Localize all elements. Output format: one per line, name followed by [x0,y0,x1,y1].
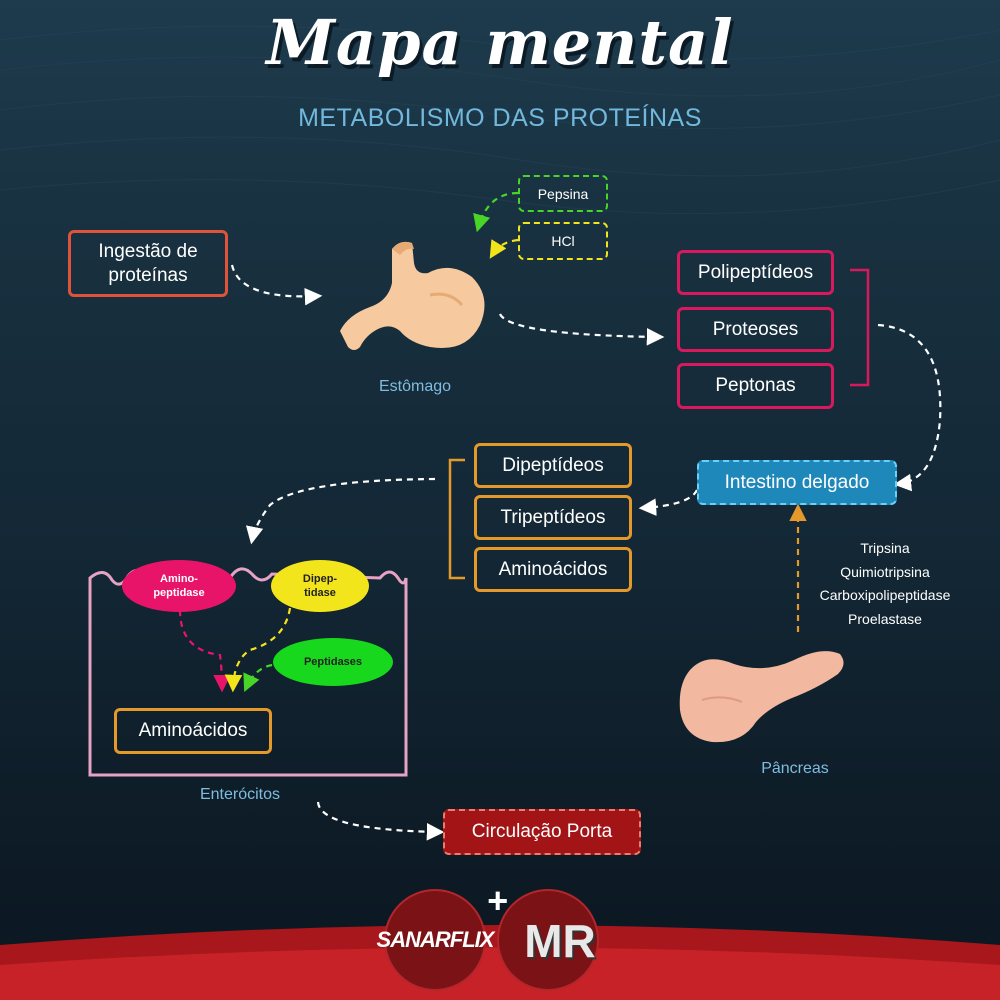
pancreas-icon [679,651,844,743]
mr-logo: MR [524,915,596,967]
peptones-box: Peptonas [677,363,834,409]
aminopeptidase-label: Amino- peptidase [153,572,205,599]
cell-amino-acids-box: Aminoácidos [114,708,272,754]
pepsin-box: Pepsina [518,175,608,212]
logo-circles [384,889,599,991]
enterocyte-cell-outline [88,567,408,777]
ingestion-box: Ingestão de proteínas [68,230,228,297]
enzyme-quimiotripsina: Quimiotripsina [840,563,930,580]
plus-icon: + [486,880,508,921]
hcl-box: HCl [518,222,608,260]
polypeptides-box: Polipeptídeos [677,250,834,295]
small-intestine-box: Intestino delgado [697,460,897,505]
page-subtitle: METABOLISMO DAS PROTEÍNAS [298,104,702,132]
stomach-icon [340,241,485,350]
portal-circulation-box: Circulação Porta [443,809,641,855]
peptidases-ellipse: Peptidases [273,638,393,686]
enzyme-carboxipolipeptidase: Carboxipolipeptidase [819,587,951,603]
enzyme-tripsina: Tripsina [860,540,910,556]
page-title: Mapa mental [266,6,734,79]
enzyme-proelastase: Proelastase [848,610,922,627]
sanarflix-logo: SANARFLIX [376,927,495,952]
pancreas-label: Pâncreas [761,760,829,777]
stomach-label: Estômago [378,378,452,395]
dipeptidase-label: Dipep- tidase [302,572,338,599]
peptidases-label: Peptidases [303,655,363,668]
pancreatic-enzymes-list: Tripsina Quimiotripsina Carboxipolipepti… [800,537,970,631]
dipeptides-box: Dipeptídeos [474,443,632,488]
tripeptides-box: Tripeptídeos [474,495,632,540]
dipeptidase-ellipse: Dipep- tidase [271,560,369,612]
enterocytes-label: Enterócitos [199,786,281,803]
amino-acids-box: Aminoácidos [474,547,632,592]
proteoses-box: Proteoses [677,307,834,352]
aminopeptidase-ellipse: Amino- peptidase [122,560,236,612]
